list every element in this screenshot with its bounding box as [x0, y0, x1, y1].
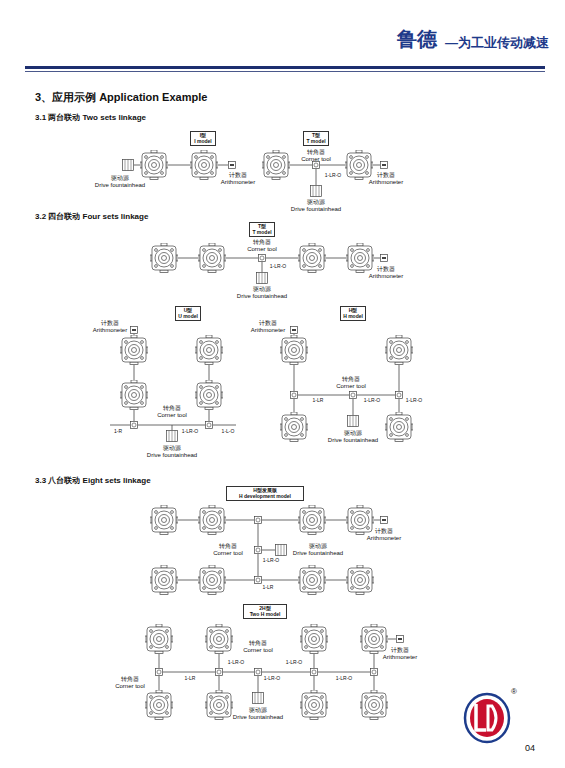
callout-label: Drive fountainhead [291, 206, 341, 213]
callout-label: Arithmoneter [369, 273, 403, 280]
callout-label: Arithmoneter [367, 535, 401, 542]
callout-label: 转角器 [342, 376, 360, 383]
screw-jacks [120, 150, 413, 720]
corner-tools [131, 162, 403, 676]
callout-label: Arithmoneter [369, 179, 403, 186]
callout-label: Drive fountainhead [328, 437, 378, 444]
callout-label: Drive fountainhead [147, 452, 197, 459]
callout-label: 1-LR-O [364, 398, 380, 404]
callout-label: 1-LR-O [406, 398, 422, 404]
model-box: T型T model [249, 222, 275, 237]
callout-label: 驱动源 [307, 199, 325, 206]
callout-label: 04 [525, 744, 535, 754]
callout-label: Drive fountainhead [95, 182, 145, 189]
model-name: I model [194, 139, 212, 145]
callout-label: 计数器 [229, 172, 247, 179]
callout-label: Drive fountainhead [237, 293, 287, 300]
callout-label: Arithmoneter [383, 654, 417, 661]
callout-label: —为工业传动减速 [445, 36, 549, 50]
callout-label: Arithmoneter [93, 327, 127, 334]
callout-label: 1-LR-O [286, 660, 302, 666]
callout-label: Arithmoneter [221, 179, 255, 186]
callout-label: 转角器 [163, 405, 181, 412]
callout-label: Corner tool [115, 683, 145, 690]
callout-label: 转角器 [307, 149, 325, 156]
callout-label: Corner tool [247, 246, 277, 253]
model-name: Two H model [250, 612, 281, 618]
callout-label: 1-LR-O [270, 264, 286, 270]
model-name: H development model [239, 494, 291, 500]
callout-label: Corner tool [301, 156, 331, 163]
callout-label: 1-LR-O [325, 173, 341, 179]
callout-label: Drive fountainhead [233, 714, 283, 721]
callout-label: Arithmoneter [251, 327, 285, 334]
callout-label: Drive fountainhead [293, 550, 343, 557]
callout-label: 计数器 [391, 647, 409, 654]
model-box: T型T model [303, 131, 329, 146]
callout-label: 1-LR-O [228, 660, 244, 666]
callout-label: Corner tool [243, 647, 273, 654]
callout-label: 1-L-O [222, 429, 235, 435]
model-box: U型U model [175, 306, 201, 321]
callout-label: 3.3 八台联动 Eight sets linkage [35, 477, 151, 486]
callout-label: 计数器 [259, 320, 277, 327]
brand-logo [465, 694, 509, 742]
callout-label: 驱动源 [253, 286, 271, 293]
callout-label: 1-LR-O [182, 429, 198, 435]
callout-label: 1-LR [313, 398, 324, 404]
callout-label: 计数器 [377, 172, 395, 179]
callout-label: 驱动源 [163, 445, 181, 452]
counters [131, 162, 404, 643]
callout-label: Corner tool [213, 550, 243, 557]
model-box: I型I model [190, 131, 216, 146]
callout-label: 鲁德 [397, 28, 437, 50]
callout-label: Corner tool [336, 383, 366, 390]
callout-label: 转角器 [121, 676, 139, 683]
callout-label: 驱动源 [111, 175, 129, 182]
callout-label: 驱动源 [249, 707, 267, 714]
callout-label: Corner tool [157, 412, 187, 419]
callout-label: 计数器 [377, 266, 395, 273]
model-name: T model [306, 139, 325, 145]
header-rule [25, 66, 545, 72]
callout-label: 转角器 [253, 239, 271, 246]
callout-label: 3.2 四台联动 Four sets linkage [35, 213, 148, 222]
callout-label: 驱动源 [309, 543, 327, 550]
model-name: H model [343, 314, 363, 320]
model-box: H型H model [340, 306, 366, 321]
shafts [110, 165, 399, 692]
callout-label: 3.1 两台联动 Two sets linkage [35, 114, 146, 123]
callout-label: 计数器 [375, 528, 393, 535]
callout-label: 1-LR-O [264, 676, 280, 682]
drive-motors [123, 160, 359, 704]
callout-label: 1-LR [263, 585, 274, 591]
callout-label: ® [511, 688, 517, 697]
callout-label: 转角器 [249, 640, 267, 647]
callout-label: 1-LR [185, 676, 196, 682]
callout-label: 驱动源 [344, 430, 362, 437]
model-name: T model [252, 230, 271, 236]
callout-label: 1-LR-O [263, 558, 279, 564]
callout-label: 1-R [114, 429, 122, 435]
callout-label: 计数器 [101, 320, 119, 327]
model-box: H型发展版H development model [226, 486, 304, 501]
callout-label: 1-LR-O [336, 676, 352, 682]
callout-label: 转角器 [219, 543, 237, 550]
section-title: 3、应用示例 Application Example [35, 91, 207, 103]
model-box: 2H型Two H model [243, 604, 287, 619]
model-name: U model [178, 314, 198, 320]
